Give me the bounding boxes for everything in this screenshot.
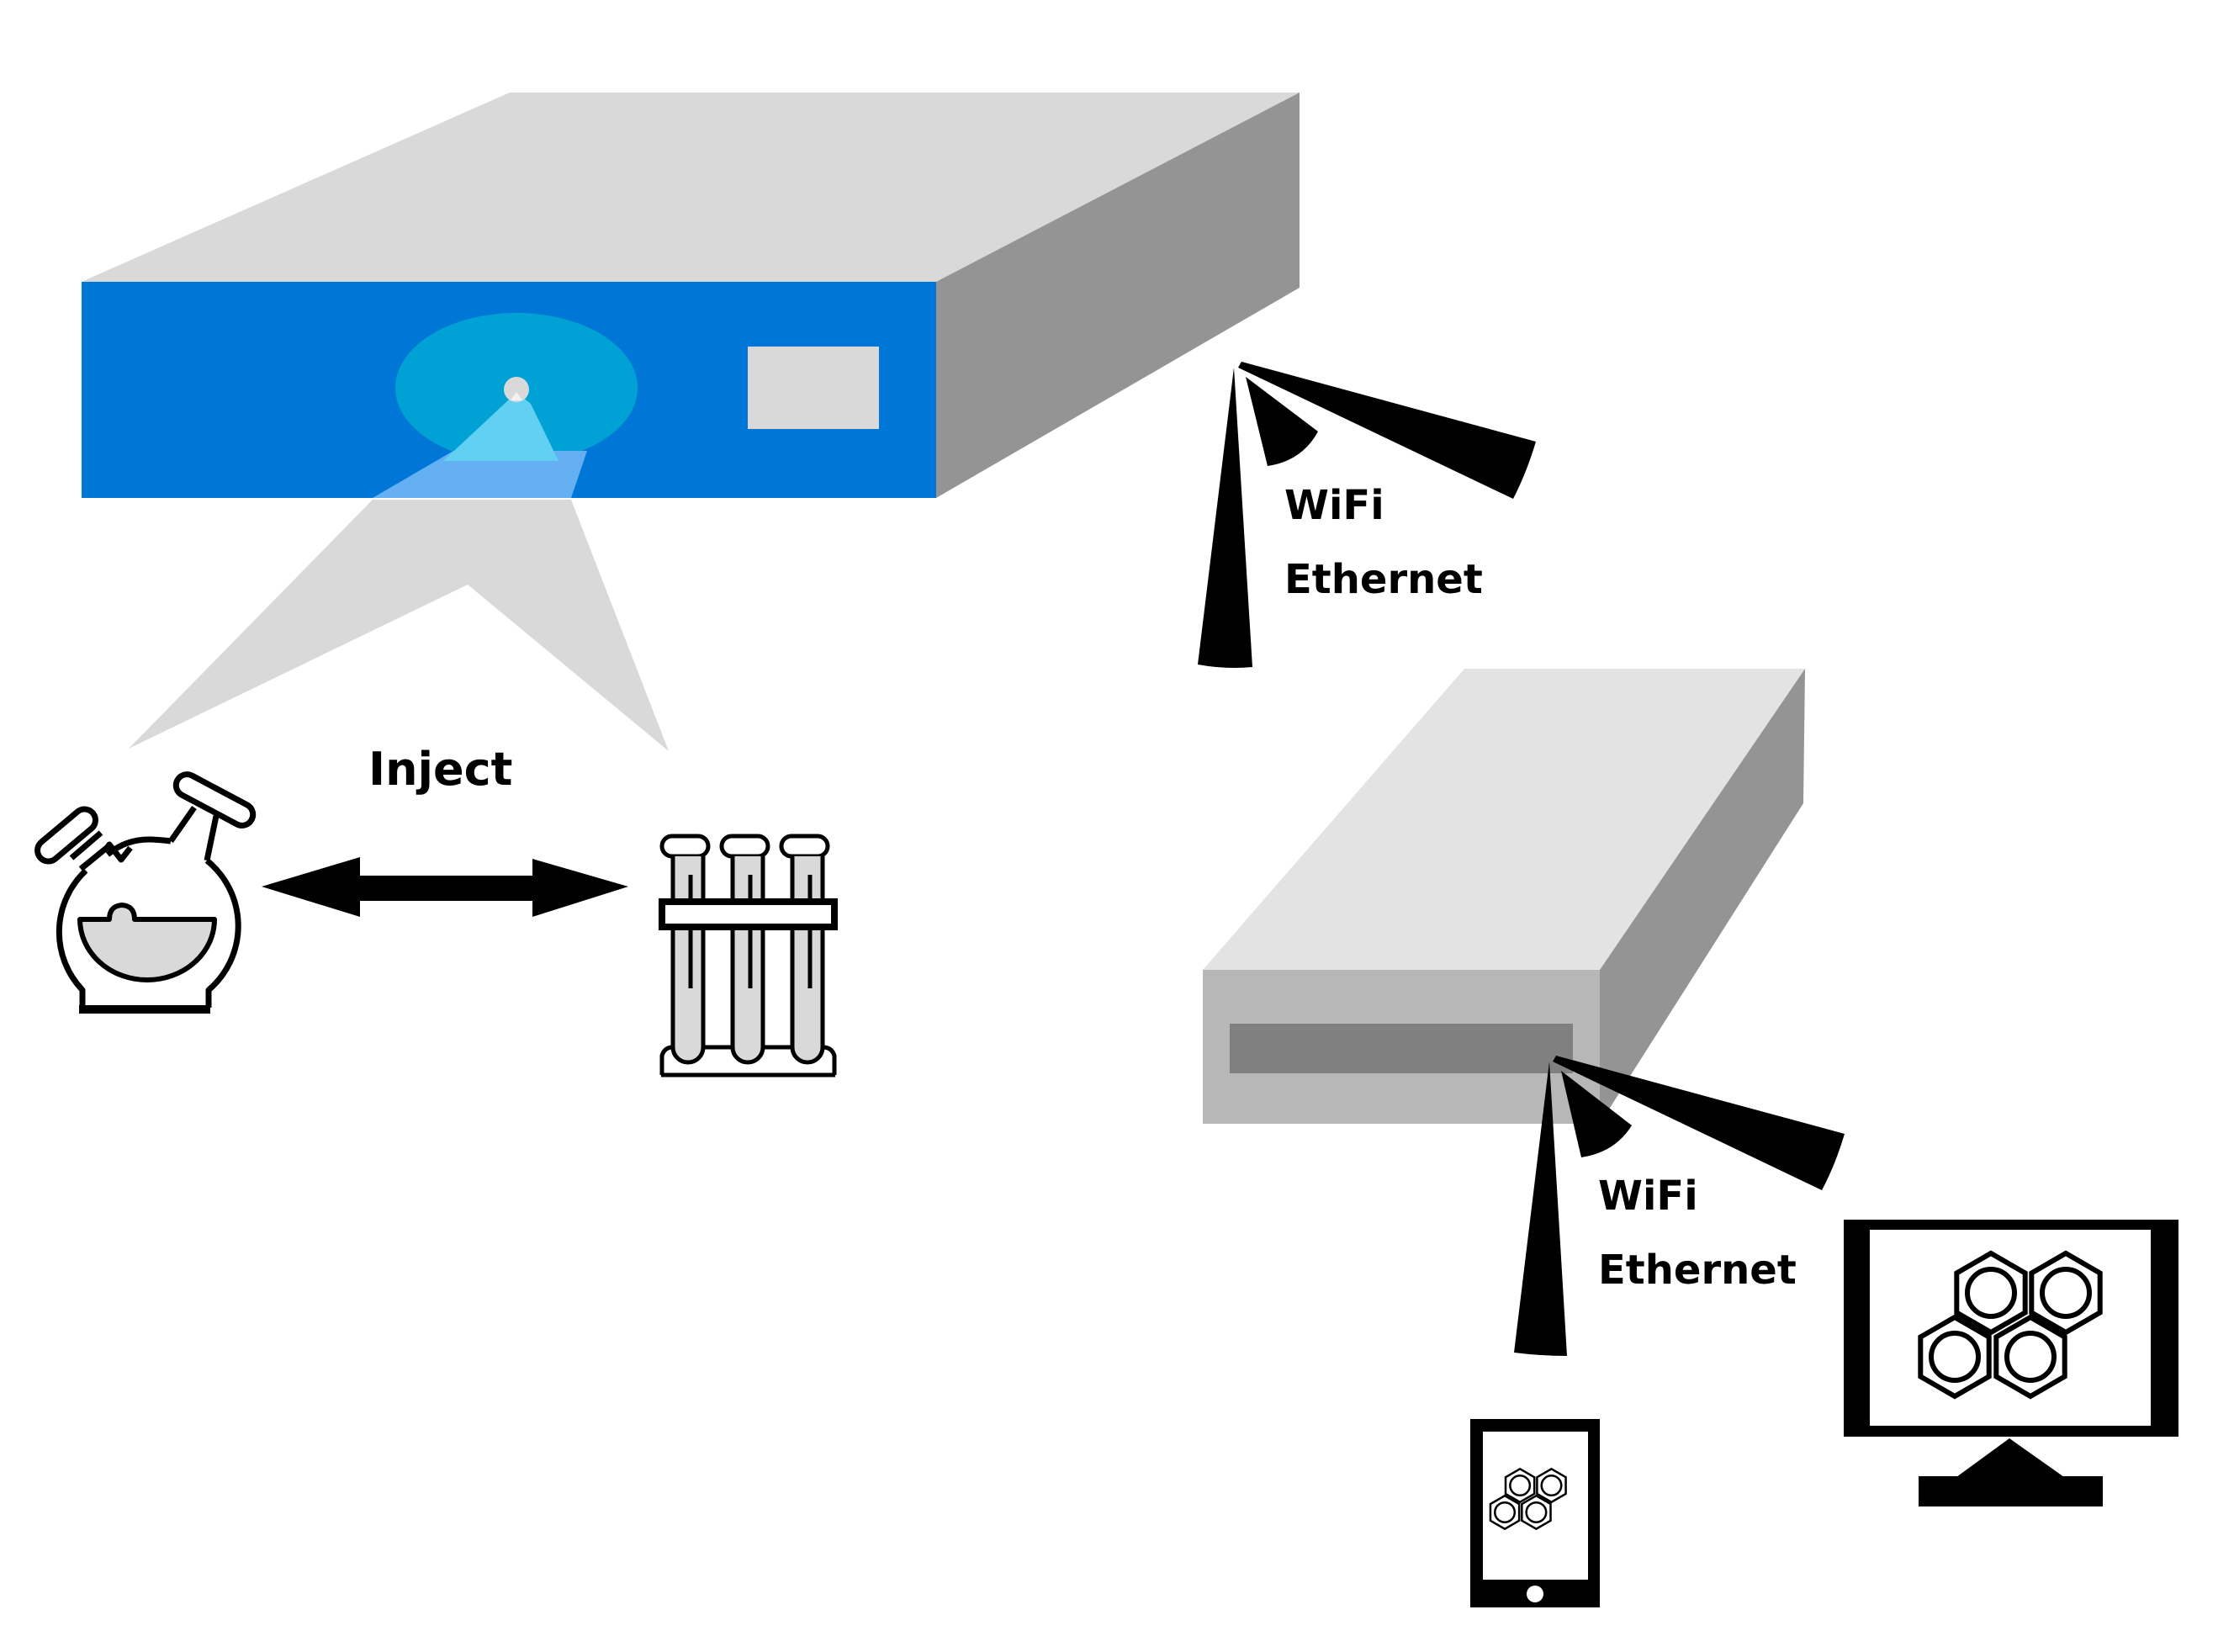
rack-top-bar: [659, 898, 838, 930]
tablet-phone-icon: [1470, 1419, 1600, 1607]
router-side-face: [1600, 669, 1805, 1124]
needle-highlight: [511, 392, 522, 400]
router-box: [1203, 669, 1805, 1124]
signal-wave-small: [1561, 1071, 1632, 1157]
router-slot: [1230, 1024, 1573, 1073]
ethernet-label-2: Ethernet: [1598, 1247, 1797, 1294]
router-top-face: [1203, 669, 1805, 970]
wifi-antenna-icon: [1514, 1056, 1845, 1356]
wifi-label-2: WiFi: [1598, 1173, 1698, 1220]
antenna-mast: [1514, 1062, 1567, 1356]
ethernet-label-1: Ethernet: [1284, 556, 1483, 603]
test-tube: [779, 834, 830, 1065]
bidirectional-arrow-icon: [262, 857, 628, 917]
beam-upper: [443, 392, 558, 461]
test-tube-rack-icon: [659, 834, 838, 1078]
monitor-stand-neck: [1956, 1438, 2064, 1477]
monitor-icon: [1844, 1220, 2178, 1506]
phone-home-button: [1527, 1586, 1543, 1602]
instrument-box: [82, 93, 1300, 498]
signal-wave-large: [1553, 1056, 1845, 1190]
instrument-side-face: [936, 93, 1300, 498]
rack-base: [659, 1045, 837, 1078]
phone-screen: [1483, 1432, 1588, 1580]
beam-bottom: [373, 461, 571, 498]
injection-needle-dot: [504, 377, 529, 402]
signal-wave-small: [1246, 377, 1318, 466]
inject-label: Inject: [368, 743, 513, 796]
wifi-antenna-icon: [1198, 362, 1536, 668]
cone-shadow: [129, 500, 669, 751]
monitor-stand-base: [1919, 1476, 2103, 1506]
signal-wave-large: [1238, 362, 1536, 499]
flask-liquid: [77, 903, 217, 982]
test-tube: [719, 834, 770, 1065]
test-tube: [659, 834, 711, 1065]
wifi-label-1: WiFi: [1284, 482, 1384, 529]
instrument-top-face: [82, 93, 1300, 282]
antenna-mast: [1198, 368, 1252, 668]
injection-cone: [129, 377, 669, 751]
round-bottom-flask-icon: [34, 771, 257, 1014]
instrument-display: [748, 347, 879, 429]
